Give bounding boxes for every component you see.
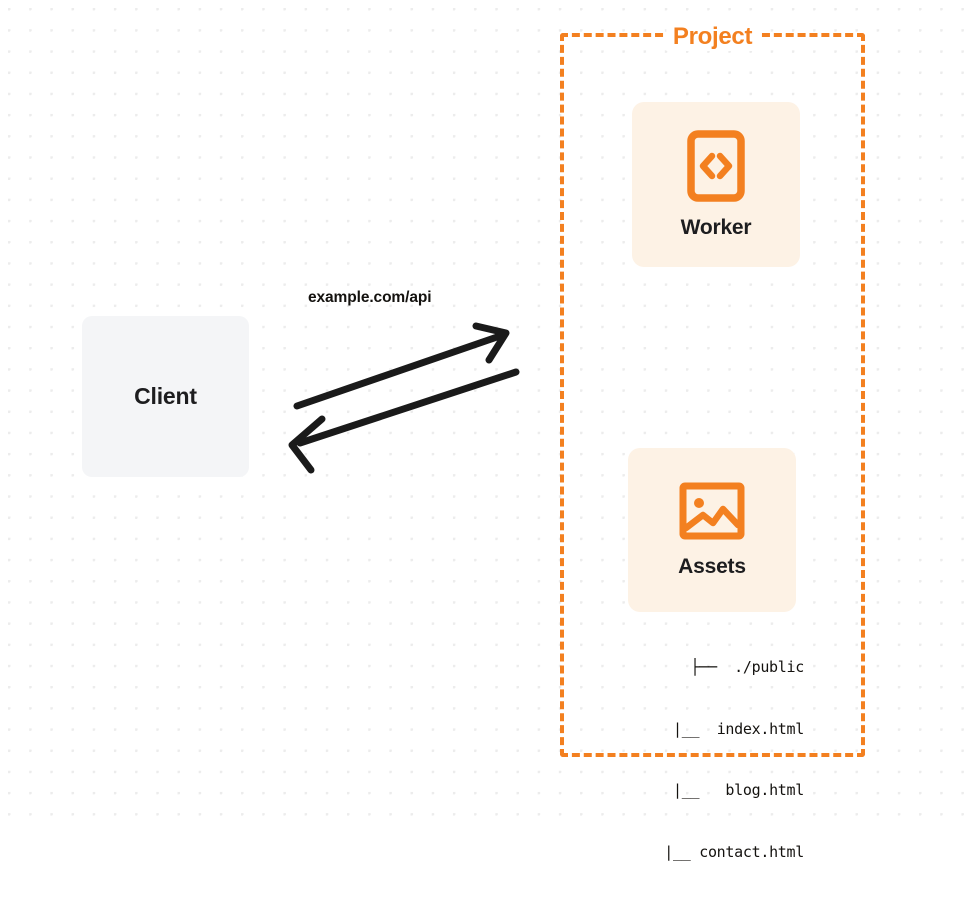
file-tree-line-blog: |__ blog.html: [646, 781, 804, 799]
response-arrow: [288, 368, 520, 474]
connection-label: example.com/api: [308, 289, 432, 306]
project-group-label: Project: [665, 23, 760, 51]
client-node-label: Client: [134, 383, 197, 409]
file-tree-line-index: |__ index.html: [646, 719, 804, 738]
worker-node[interactable]: Worker: [632, 102, 800, 267]
worker-node-label: Worker: [680, 215, 752, 239]
assets-node-label: Assets: [678, 555, 746, 578]
file-tree-line-root: ├── ./public: [690, 658, 804, 676]
file-tree-line-contact: |__ contact.html: [638, 842, 804, 861]
project-group-boundary: Project: [560, 23, 865, 757]
request-arrow: [293, 322, 510, 410]
client-node[interactable]: Client: [82, 316, 249, 477]
diagram-canvas: Client example.com/api Project Worker: [0, 0, 980, 861]
assets-file-tree: ├── ./public |__ index.html |__ blog.htm…: [604, 616, 804, 903]
image-picture-icon: [679, 482, 745, 540]
assets-node[interactable]: Assets: [628, 448, 796, 612]
code-brackets-icon: [687, 129, 745, 202]
